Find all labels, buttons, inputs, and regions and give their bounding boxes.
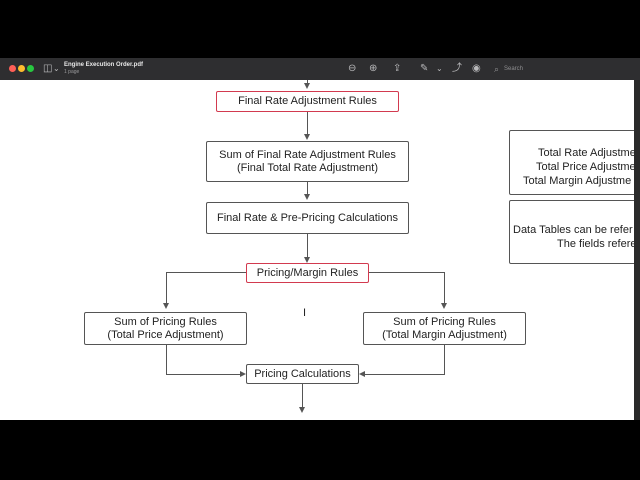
- box-label: (Final Total Rate Adjustment): [236, 161, 378, 174]
- totals-note-box: Total Rate Adjustme Total Price Adjustme…: [509, 130, 640, 195]
- document-page-count: 1 page: [64, 69, 80, 75]
- arrow-head: [304, 257, 310, 263]
- minimize-button[interactable]: [18, 65, 25, 72]
- window-edge: [634, 80, 640, 420]
- box-label: Final Rate Adjustment Rules: [238, 95, 377, 107]
- connector: [166, 272, 167, 303]
- search-placeholder: Search: [504, 66, 524, 72]
- note-line: Total Margin Adjustme: [523, 175, 632, 187]
- connector: [307, 112, 308, 134]
- arrow-head: [299, 407, 305, 413]
- text-cursor-icon: I: [303, 307, 307, 319]
- arrow-head: [240, 371, 246, 377]
- document-title: Engine Execution Order.pdf: [64, 62, 144, 68]
- connector: [307, 234, 308, 258]
- connector: [166, 272, 246, 273]
- toolbar: ◫ ⌄ Engine Execution Order.pdf 1 page ⊖ …: [0, 58, 640, 81]
- search-field[interactable]: ⌕ Search: [491, 63, 581, 75]
- box-label: Sum of Pricing Rules: [393, 315, 496, 328]
- connector: [365, 374, 445, 375]
- box-label: Final Rate & Pre-Pricing Calculations: [217, 211, 398, 224]
- share-icon[interactable]: ⇪: [393, 63, 402, 74]
- connector: [307, 80, 308, 84]
- box-label: Pricing/Margin Rules: [256, 266, 359, 279]
- box-label: (Total Margin Adjustment): [382, 328, 507, 341]
- data-tables-note-box: Data Tables can be refer The fields refe…: [509, 200, 640, 264]
- close-button[interactable]: [9, 65, 16, 72]
- final-rate-calculations-box: Final Rate & Pre-Pricing Calculations: [206, 202, 409, 234]
- pricing-calculations-box: Pricing Calculations: [246, 364, 359, 384]
- sum-final-rate-adjustment-box: Sum of Final Rate Adjustment Rules (Fina…: [206, 141, 409, 182]
- box-label: Sum of Final Rate Adjustment Rules: [219, 148, 396, 161]
- zoom-button[interactable]: [27, 65, 34, 72]
- connector: [444, 345, 445, 374]
- note-line: Total Rate Adjustme: [538, 147, 636, 159]
- connector: [166, 345, 167, 374]
- arrow-head: [163, 303, 169, 309]
- connector: [307, 182, 308, 194]
- arrow-head: [304, 194, 310, 200]
- note-line: Total Price Adjustme: [536, 161, 636, 173]
- final-rate-adjustment-rules-box: Final Rate Adjustment Rules: [216, 91, 399, 112]
- sum-pricing-rules-margin-box: Sum of Pricing Rules (Total Margin Adjus…: [363, 312, 526, 345]
- connector: [302, 384, 303, 408]
- search-icon: ⌕: [494, 64, 500, 74]
- rotate-icon[interactable]: ⤴: [452, 63, 462, 74]
- arrow-head: [304, 83, 310, 89]
- zoom-out-icon[interactable]: ⊖: [348, 63, 357, 74]
- note-line: The fields refere: [557, 238, 637, 250]
- arrow-head: [304, 134, 310, 140]
- markup-icon[interactable]: ✎: [420, 63, 429, 74]
- connector: [166, 374, 240, 375]
- sum-pricing-rules-price-box: Sum of Pricing Rules (Total Price Adjust…: [84, 312, 247, 345]
- annotate-icon[interactable]: ◉: [472, 63, 481, 74]
- sidebar-chevron-icon[interactable]: ⌄: [53, 64, 60, 73]
- pricing-margin-rules-box: Pricing/Margin Rules: [246, 263, 369, 283]
- note-line: Data Tables can be refer: [513, 224, 633, 236]
- box-label: Pricing Calculations: [254, 367, 351, 380]
- arrow-head: [441, 303, 447, 309]
- pdf-viewer-window: ◫ ⌄ Engine Execution Order.pdf 1 page ⊖ …: [0, 58, 640, 420]
- document-page: Final Rate Adjustment Rules Sum of Final…: [0, 80, 640, 420]
- arrow-head: [359, 371, 365, 377]
- zoom-in-icon[interactable]: ⊕: [369, 63, 378, 74]
- sidebar-toggle-icon[interactable]: ◫: [43, 63, 53, 74]
- markup-chevron-icon[interactable]: ⌄: [436, 64, 443, 73]
- connector: [369, 272, 445, 273]
- box-label: (Total Price Adjustment): [107, 328, 224, 341]
- box-label: Sum of Pricing Rules: [114, 315, 217, 328]
- connector: [444, 272, 445, 303]
